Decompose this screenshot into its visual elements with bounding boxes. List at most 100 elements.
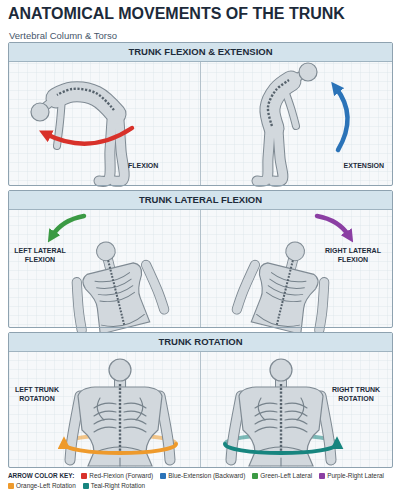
- legend-swatch: [81, 473, 87, 479]
- pelvis: [255, 314, 299, 330]
- figure-head: [270, 359, 292, 381]
- spine: [119, 384, 121, 456]
- movement-cell: FLEXION: [9, 62, 201, 185]
- legend-item: Red-Flexion (Forward): [81, 472, 153, 480]
- movement-cell: LEFT LATERAL FLEXION: [9, 210, 201, 327]
- figure-outline: [237, 263, 255, 311]
- figure-outline: [114, 120, 124, 181]
- legend-title: ARROW COLOR KEY:: [8, 472, 74, 480]
- spine: [268, 80, 289, 126]
- figure-limb: [291, 76, 300, 81]
- movement-arrow: [46, 128, 132, 144]
- rib: [255, 427, 277, 432]
- rib: [255, 419, 277, 424]
- panel-heading: TRUNK LATERAL FLEXION: [9, 191, 392, 210]
- figure-head: [109, 359, 131, 381]
- movement-cell: EXTENSION: [201, 62, 392, 185]
- figure-outline: [284, 88, 296, 126]
- subtitle-slot: Vertebral Column & Torso: [9, 25, 117, 43]
- legend-swatch: [83, 483, 89, 489]
- rib: [124, 403, 146, 408]
- legend-text: Blue-Extension (Backward): [168, 472, 245, 480]
- figure-outline: [273, 130, 283, 181]
- legend-swatch: [160, 473, 166, 479]
- spine: [277, 260, 293, 324]
- diagram-title: ANATOMICAL MOVEMENTS OF THE TRUNK: [8, 4, 345, 23]
- legend: ARROW COLOR KEY: Red-Flexion (Forward) Blu…: [8, 472, 393, 490]
- label-slot: LEFT LATERAL FLEXION: [10, 247, 70, 264]
- movement-arrow: [336, 88, 348, 150]
- rib: [255, 403, 277, 408]
- extension-figure: [257, 63, 348, 181]
- movement-cell: LEFT TRUNK ROTATION: [9, 352, 201, 467]
- scapula: [258, 398, 265, 420]
- movement-arrow: [317, 216, 349, 236]
- flexion-figure: [31, 89, 132, 182]
- movement-arrow: [64, 444, 176, 453]
- rib: [94, 419, 116, 424]
- figure-limb: [257, 130, 270, 181]
- spine: [57, 89, 114, 110]
- movement-label: FLEXION: [128, 162, 158, 171]
- pelvis: [102, 314, 146, 330]
- rib: [94, 427, 116, 432]
- movement-panel: TRUNK ROTATIONLEFT TRUNK ROTATION RIGHT T…: [8, 332, 393, 468]
- rib: [124, 419, 146, 424]
- movement-cell: RIGHT LATERAL FLEXION: [201, 210, 392, 327]
- torso-front: [62, 232, 166, 338]
- legend-swatch: [252, 473, 258, 479]
- panel-grid: [8, 61, 393, 186]
- subtitle: Vertebral Column & Torso: [9, 30, 117, 41]
- figure-limb: [99, 120, 112, 181]
- panel-heading: TRUNK FLEXION & EXTENSION: [9, 43, 392, 62]
- movement-arrow: [52, 216, 84, 236]
- legend-item: Blue-Extension (Backward): [160, 472, 245, 480]
- torso-front: [235, 232, 339, 338]
- label-slot: RIGHT TRUNK ROTATION: [329, 386, 383, 403]
- rib: [285, 419, 307, 424]
- gluteal-line: [280, 458, 281, 466]
- legend-item: Green-Left Lateral: [252, 472, 312, 480]
- figure-outline: [257, 130, 270, 181]
- figure-head: [284, 240, 307, 263]
- scapula: [297, 398, 304, 420]
- legend-text: Green-Left Lateral: [260, 472, 312, 480]
- spine: [280, 384, 282, 456]
- legend-item: Orange-Left Rotation: [8, 482, 76, 490]
- figure-limb: [273, 130, 283, 181]
- scapula: [136, 398, 143, 420]
- rib: [255, 411, 277, 416]
- figure-limb: [284, 88, 296, 126]
- panel-grid: [8, 209, 393, 328]
- movement-panel: TRUNK FLEXION & EXTENSION FLEXION EXTENSIO…: [8, 42, 393, 186]
- legend-swatch: [8, 483, 14, 489]
- rib: [285, 411, 307, 416]
- panel-heading: TRUNK ROTATION: [9, 333, 392, 352]
- figure-outline: [99, 120, 112, 181]
- movement-label: RIGHT TRUNK ROTATION: [329, 386, 383, 403]
- legend-swatch: [319, 473, 325, 479]
- rotation-figure: [225, 359, 337, 466]
- figure-outline: [291, 76, 300, 81]
- legend-text: Red-Flexion (Forward): [89, 472, 153, 480]
- legend-item: Teal-Right Rotation: [83, 482, 145, 490]
- legend-item: Purple-Right Lateral: [319, 472, 384, 480]
- label-slot: FLEXION: [128, 162, 158, 171]
- figure-limb: [56, 92, 116, 114]
- rib: [94, 411, 116, 416]
- figure-head: [299, 63, 317, 81]
- spine: [108, 260, 124, 324]
- title-slot: ANATOMICAL MOVEMENTS OF THE TRUNK: [8, 4, 393, 23]
- scapula: [97, 398, 104, 420]
- movement-label: LEFT LATERAL FLEXION: [10, 247, 70, 264]
- label-slot: EXTENSION: [344, 162, 384, 171]
- rib: [285, 403, 307, 408]
- figure-head: [31, 103, 49, 121]
- label-slot: RIGHT LATERAL FLEXION: [323, 247, 383, 264]
- movement-label: RIGHT LATERAL FLEXION: [323, 247, 383, 264]
- figure-limb: [114, 120, 124, 181]
- rib: [285, 427, 307, 432]
- rib: [124, 427, 146, 432]
